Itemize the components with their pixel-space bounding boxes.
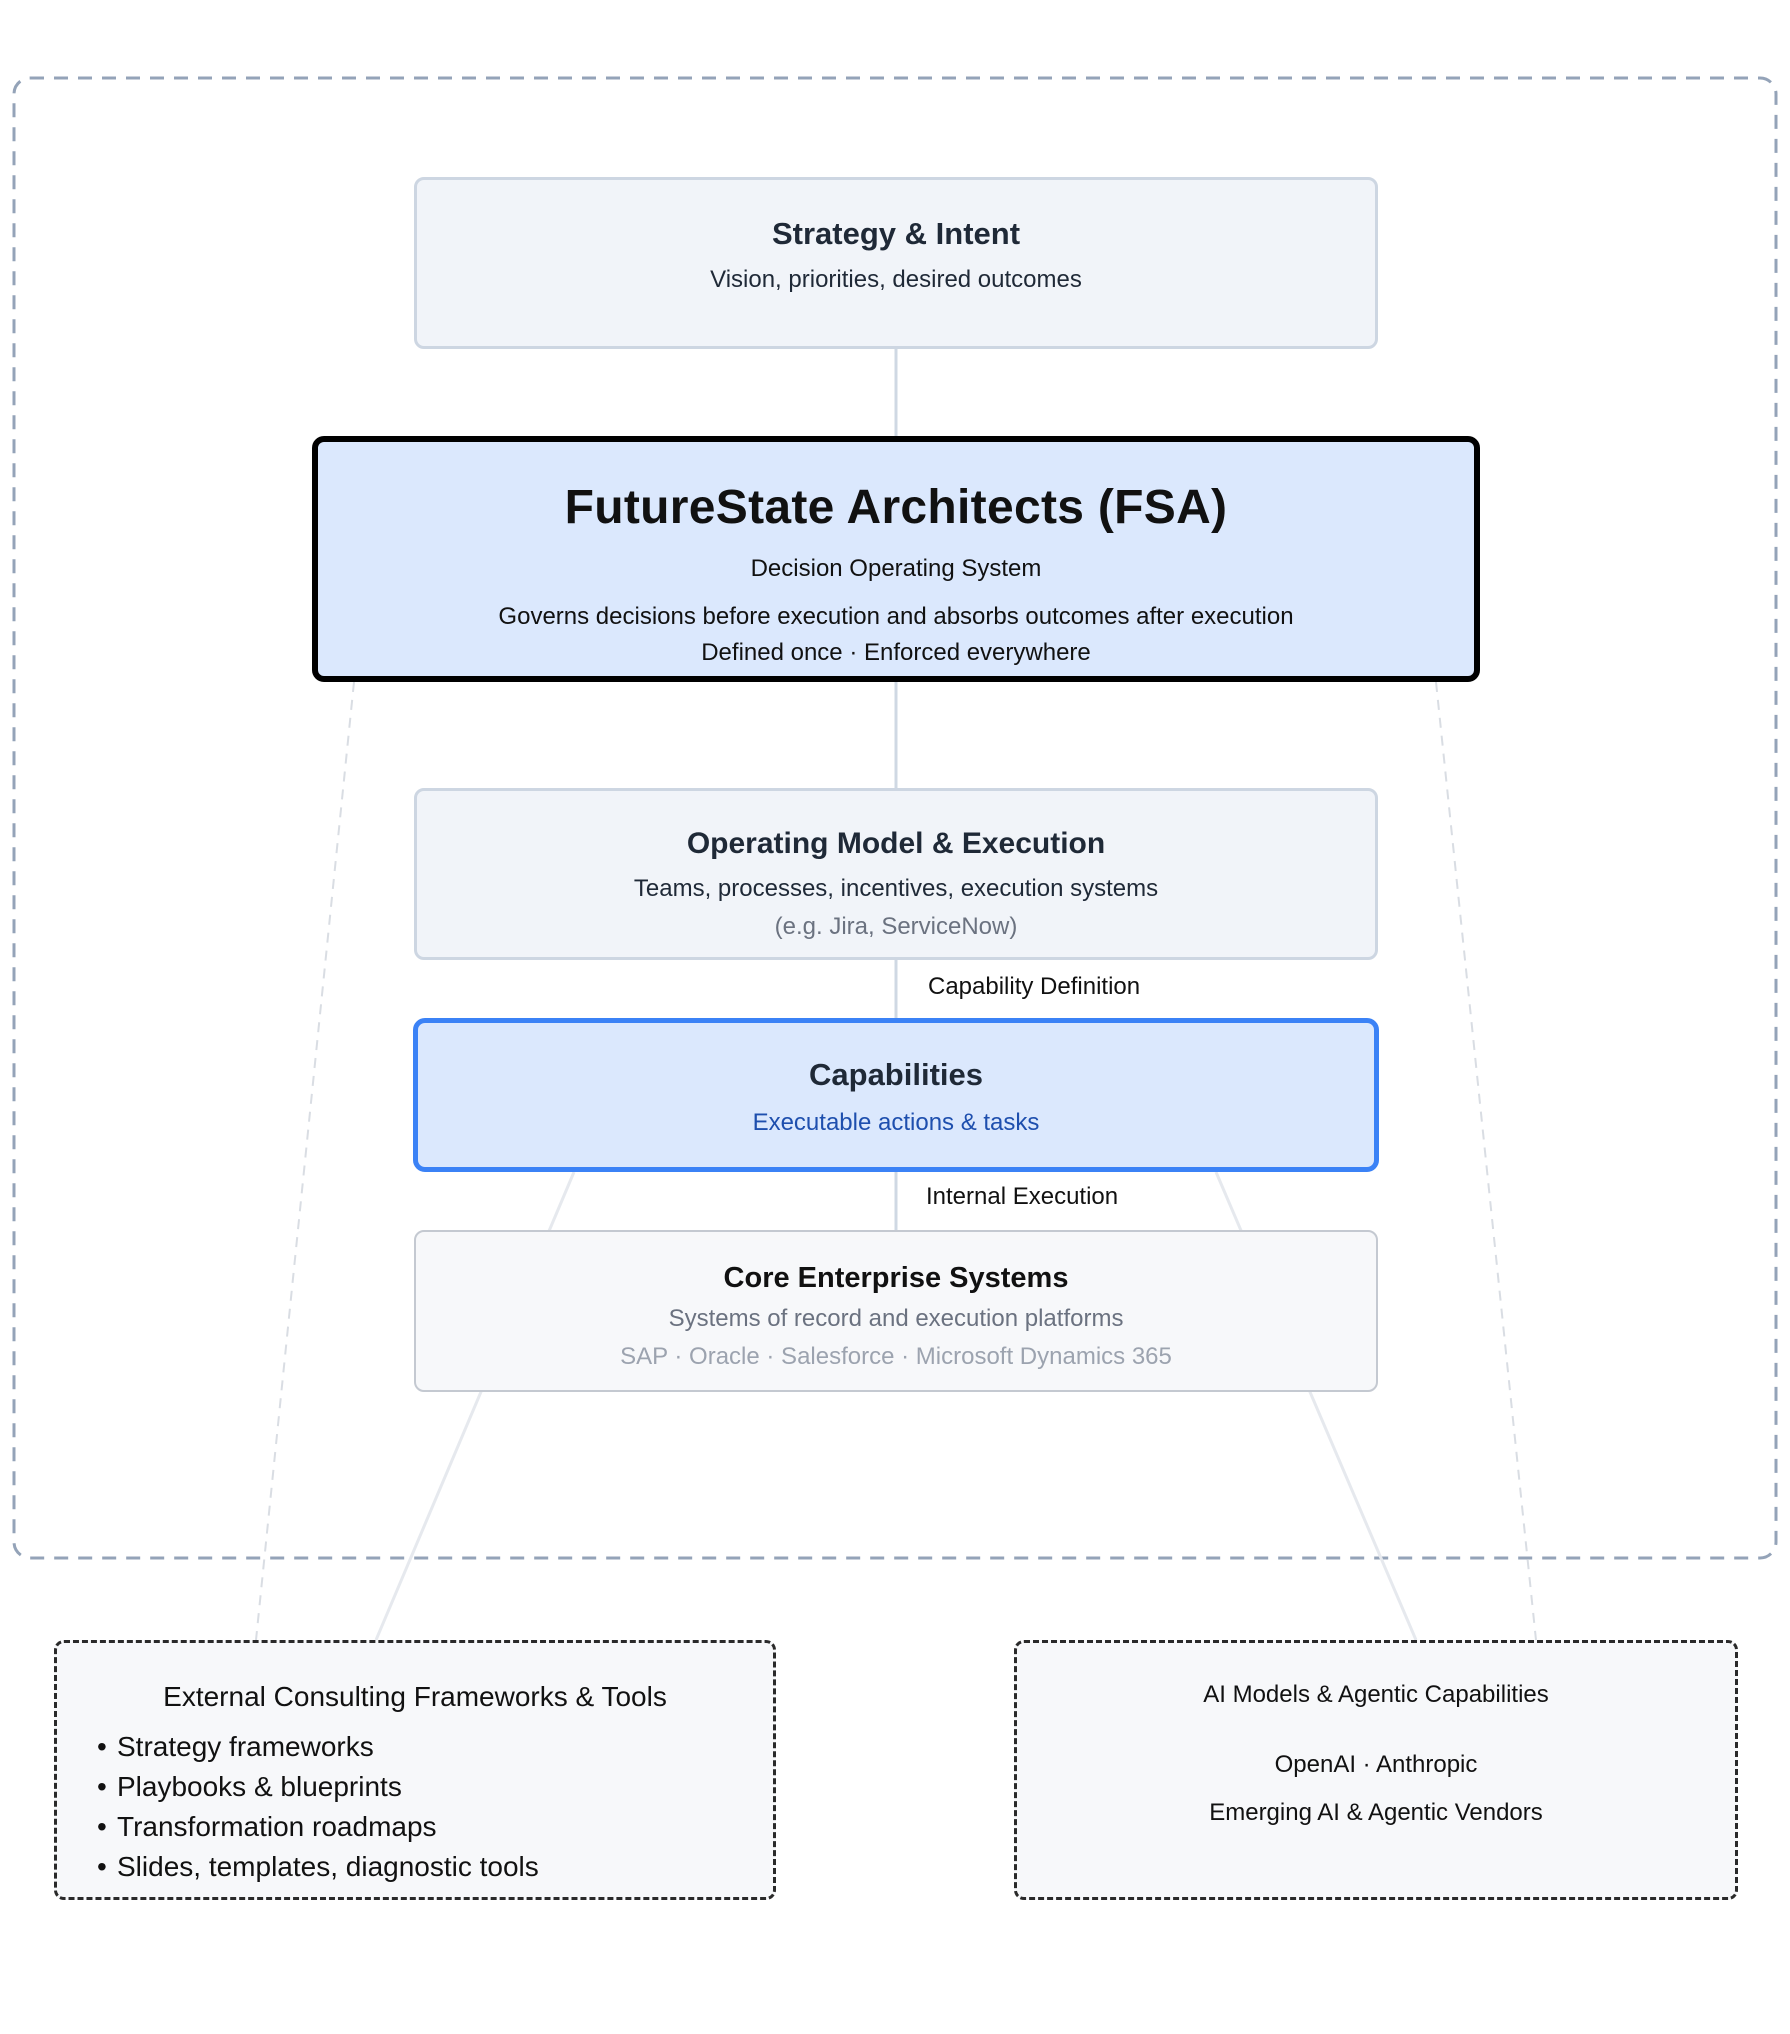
- consulting-list: Strategy frameworks Playbooks & blueprin…: [97, 1727, 773, 1887]
- fsa-description: Governs decisions before execution and a…: [498, 603, 1294, 630]
- capabilities-title: Capabilities: [809, 1057, 983, 1092]
- external-consulting-box: External Consulting Frameworks & Tools S…: [54, 1640, 776, 1900]
- strategy-subtitle: Vision, priorities, desired outcomes: [710, 266, 1082, 293]
- ai-emerging-vendors: Emerging AI & Agentic Vendors: [1209, 1799, 1543, 1826]
- consulting-item: Playbooks & blueprints: [97, 1767, 773, 1807]
- operating-model-subtitle: Teams, processes, incentives, execution …: [633, 875, 1159, 902]
- outer-boundary: [12, 76, 1778, 1560]
- edge-label-capability-definition: Capability Definition: [928, 973, 1141, 1000]
- consulting-item: Slides, templates, diagnostic tools: [97, 1847, 773, 1887]
- link-fsa-ai: [1435, 681, 1537, 1641]
- consulting-item: Transformation roadmaps: [97, 1807, 773, 1847]
- core-systems-subtitle: Systems of record and execution platform…: [668, 1305, 1124, 1332]
- capabilities-box: Capabilities Executable actions & tasks: [413, 1018, 1379, 1172]
- fsa-tagline: Defined once · Enforced everywhere: [701, 639, 1091, 666]
- strategy-title: Strategy & Intent: [771, 216, 1021, 251]
- capabilities-subtitle: Executable actions & tasks: [752, 1109, 1040, 1136]
- consulting-title: External Consulting Frameworks & Tools: [163, 1681, 667, 1712]
- edge-label-internal-execution: Internal Execution: [926, 1183, 1119, 1210]
- ai-vendors: OpenAI · Anthropic: [1274, 1751, 1478, 1778]
- ai-models-box: AI Models & Agentic Capabilities OpenAI …: [1014, 1640, 1738, 1900]
- operating-model-examples: (e.g. Jira, ServiceNow): [774, 913, 1018, 940]
- core-enterprise-systems-box: Core Enterprise Systems Systems of recor…: [414, 1230, 1378, 1392]
- operating-model-box: Operating Model & Execution Teams, proce…: [414, 788, 1378, 960]
- core-systems-examples: SAP · Oracle · Salesforce · Microsoft Dy…: [620, 1343, 1172, 1370]
- fsa-title: FutureState Architects (FSA): [564, 481, 1228, 534]
- fsa-box: FutureState Architects (FSA) Decision Op…: [312, 436, 1480, 682]
- consulting-item: Strategy frameworks: [97, 1727, 773, 1767]
- ai-title: AI Models & Agentic Capabilities: [1203, 1681, 1549, 1708]
- core-systems-title: Core Enterprise Systems: [723, 1262, 1069, 1294]
- fsa-subtitle: Decision Operating System: [750, 555, 1042, 582]
- link-fsa-consulting: [255, 681, 355, 1641]
- strategy-intent-box: Strategy & Intent Vision, priorities, de…: [414, 177, 1378, 349]
- operating-model-title: Operating Model & Execution: [686, 827, 1106, 860]
